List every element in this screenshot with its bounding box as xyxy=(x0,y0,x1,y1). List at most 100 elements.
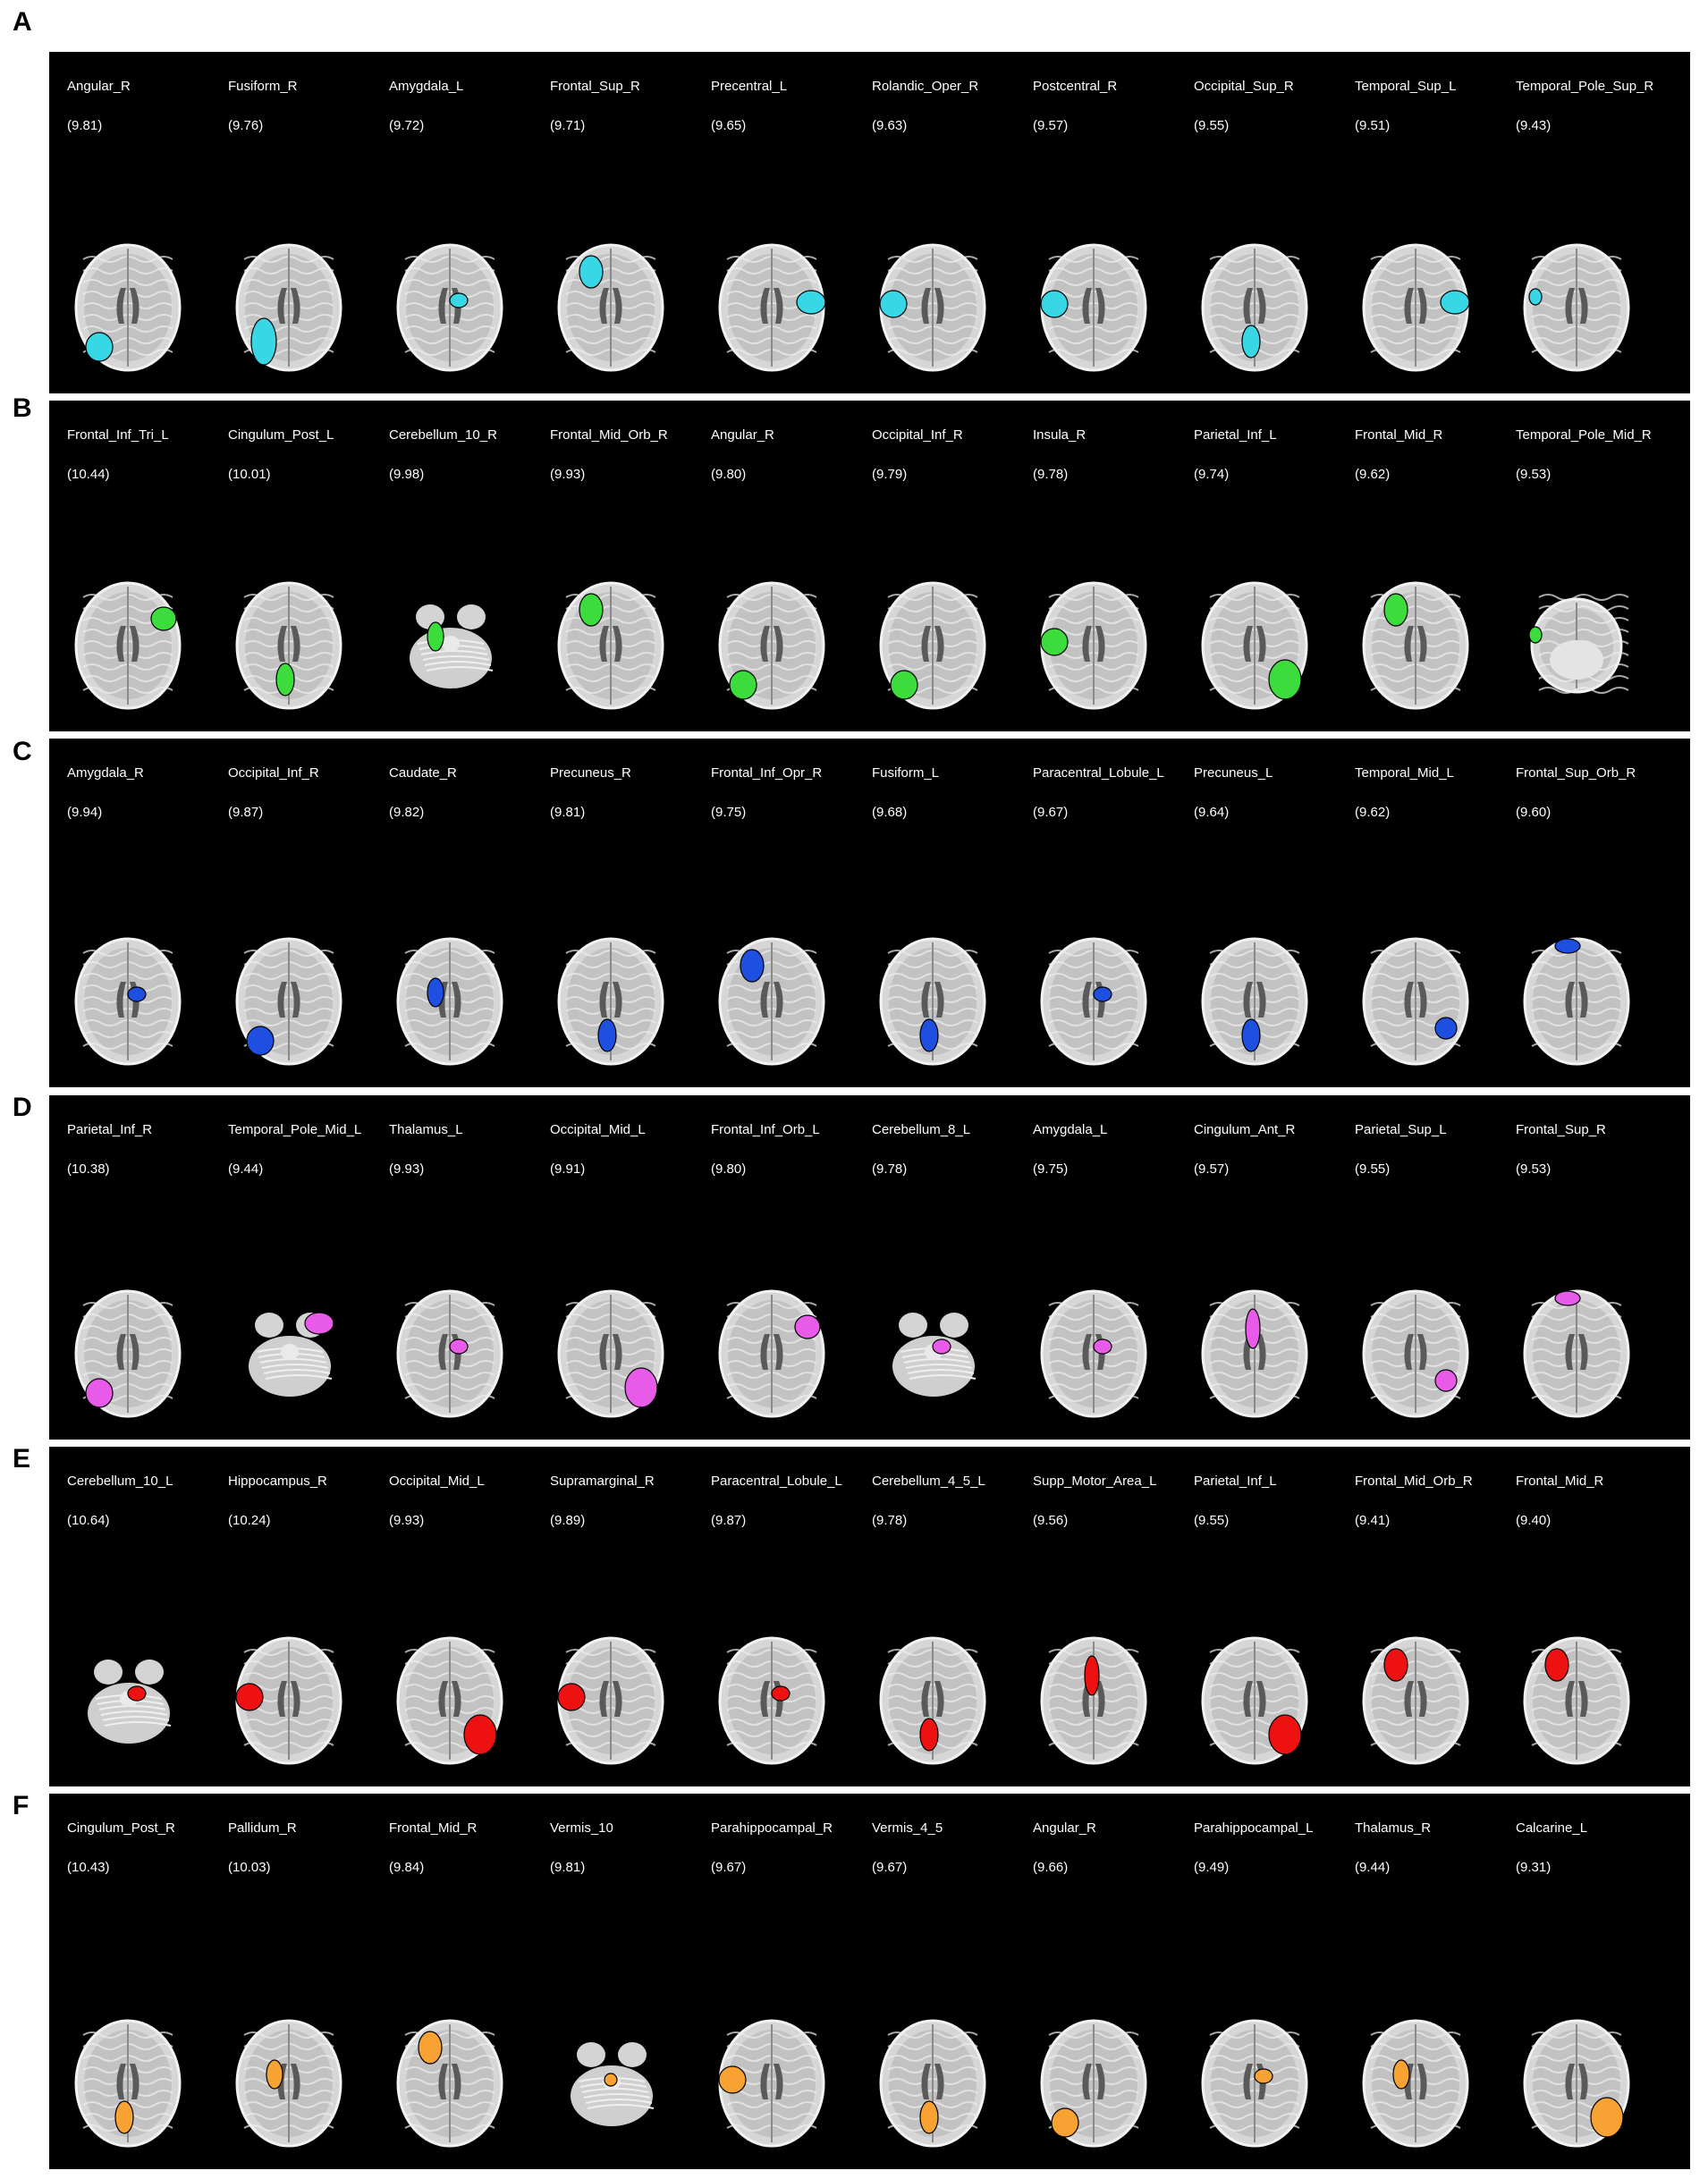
brain-image xyxy=(1040,1636,1147,1765)
region-name: Temporal_Pole_Mid_R xyxy=(1516,427,1652,443)
region-name: Amygdala_R xyxy=(67,765,144,781)
region-name: Frontal_Inf_Orb_L xyxy=(711,1122,820,1137)
region-score: (9.82) xyxy=(389,805,425,820)
brain-image xyxy=(1040,1289,1147,1418)
region-score: (9.84) xyxy=(389,1860,425,1875)
region-score: (9.66) xyxy=(1033,1860,1069,1875)
panel-d: Parietal_Inf_R(10.38)Temporal_Pole_Mid_L… xyxy=(49,1095,1690,1440)
region-cell: Parietal_Inf_L(9.74) xyxy=(1194,427,1355,722)
region-name: Calcarine_L xyxy=(1516,1820,1588,1836)
activation-blob xyxy=(427,977,444,1008)
region-cell: Parietal_Sup_L(9.55) xyxy=(1355,1122,1516,1431)
activation-blob xyxy=(1528,626,1543,644)
region-score: (9.81) xyxy=(550,805,586,820)
region-cell: Frontal_Inf_Tri_L(10.44) xyxy=(67,427,228,722)
activation-blob xyxy=(579,255,604,289)
region-name: Parietal_Inf_L xyxy=(1194,427,1277,443)
brain-image xyxy=(1040,937,1147,1066)
panel-f: Cingulum_Post_R(10.43)Pallidum_R(10.03)F… xyxy=(49,1794,1690,2169)
region-score: (9.57) xyxy=(1194,1161,1230,1177)
region-score: (9.71) xyxy=(550,118,586,133)
region-score: (9.67) xyxy=(1033,805,1069,820)
brain-slice xyxy=(1523,243,1630,372)
region-name: Cingulum_Post_R xyxy=(67,1820,175,1836)
activation-blob xyxy=(1268,1714,1302,1755)
brain-image xyxy=(892,1313,977,1397)
region-score: (9.40) xyxy=(1516,1513,1552,1528)
region-name: Occipital_Sup_R xyxy=(1194,79,1294,94)
region-name: Frontal_Inf_Tri_L xyxy=(67,427,169,443)
region-score: (9.81) xyxy=(67,118,103,133)
activation-blob xyxy=(890,670,918,700)
activation-blob xyxy=(449,1339,469,1355)
brain-image xyxy=(557,1289,664,1418)
region-name: Vermis_10 xyxy=(550,1820,613,1836)
region-score: (9.44) xyxy=(228,1161,264,1177)
brain-image xyxy=(396,1289,503,1418)
brain-image xyxy=(1362,1636,1469,1765)
region-cell: Cerebellum_10_L(10.64) xyxy=(67,1474,228,1778)
region-cell: Frontal_Inf_Orb_L(9.80) xyxy=(711,1122,872,1431)
region-score: (9.75) xyxy=(711,805,747,820)
region-name: Fusiform_L xyxy=(872,765,940,781)
brain-slice xyxy=(1362,1636,1469,1765)
region-cell: Precuneus_R(9.81) xyxy=(550,765,711,1078)
region-cell: Parietal_Inf_R(10.38) xyxy=(67,1122,228,1431)
brain-slice xyxy=(1040,581,1147,710)
region-cell: Occipital_Inf_R(9.79) xyxy=(872,427,1033,722)
activation-blob xyxy=(1392,2059,1410,2090)
region-cell: Thalamus_R(9.44) xyxy=(1355,1820,1516,2160)
brain-slice xyxy=(1523,1289,1630,1418)
region-cell: Cerebellum_4_5_L(9.78) xyxy=(872,1474,1033,1778)
brain-image xyxy=(718,243,826,372)
activation-blob xyxy=(85,332,114,362)
brain-image xyxy=(557,581,664,710)
region-name: Cerebellum_10_L xyxy=(67,1474,173,1489)
brain-slice xyxy=(74,2019,182,2148)
panel-letter: B xyxy=(13,393,32,423)
region-cell: Insula_R(9.78) xyxy=(1033,427,1194,722)
region-cell: Cingulum_Post_L(10.01) xyxy=(228,427,389,722)
region-name: Temporal_Pole_Sup_R xyxy=(1516,79,1654,94)
brain-image xyxy=(74,2019,182,2148)
panel-b: Frontal_Inf_Tri_L(10.44)Cingulum_Post_L(… xyxy=(49,401,1690,731)
activation-blob xyxy=(1554,938,1581,954)
region-score: (10.03) xyxy=(228,1860,271,1875)
activation-blob xyxy=(1093,986,1112,1002)
region-score: (9.91) xyxy=(550,1161,586,1177)
region-score: (9.43) xyxy=(1516,118,1552,133)
region-cell: Cingulum_Post_R(10.43) xyxy=(67,1820,228,2160)
brain-slice xyxy=(1530,594,1629,694)
region-name: Thalamus_L xyxy=(389,1122,463,1137)
region-score: (9.31) xyxy=(1516,1860,1552,1875)
brain-slice xyxy=(1362,243,1469,372)
region-name: Frontal_Mid_Orb_R xyxy=(550,427,668,443)
region-score: (9.55) xyxy=(1194,118,1230,133)
brain-image xyxy=(718,1636,825,1765)
region-name: Frontal_Sup_Orb_R xyxy=(1516,765,1636,781)
region-cell: Thalamus_L(9.93) xyxy=(389,1122,550,1431)
brain-image xyxy=(1201,581,1308,710)
region-cell: Precentral_L(9.65) xyxy=(711,79,872,384)
region-cell: Frontal_Mid_Orb_R(9.41) xyxy=(1355,1474,1516,1778)
brain-image xyxy=(1040,2019,1147,2148)
region-score: (9.81) xyxy=(550,1860,586,1875)
region-score: (10.24) xyxy=(228,1513,271,1528)
region-score: (9.63) xyxy=(872,118,908,133)
region-cell: Occipital_Mid_L(9.93) xyxy=(389,1474,550,1778)
region-name: Paracentral_Lobule_L xyxy=(711,1474,842,1489)
region-name: Cingulum_Ant_R xyxy=(1194,1122,1296,1137)
region-name: Frontal_Mid_R xyxy=(389,1820,478,1836)
region-cell: Angular_R(9.81) xyxy=(67,79,228,384)
region-name: Cingulum_Post_L xyxy=(228,427,334,443)
activation-blob xyxy=(85,1378,114,1408)
brain-image xyxy=(235,581,342,710)
region-score: (9.78) xyxy=(872,1161,908,1177)
region-name: Cerebellum_10_R xyxy=(389,427,497,443)
activation-blob xyxy=(250,317,277,366)
brain-slice xyxy=(396,2019,503,2148)
region-score: (9.94) xyxy=(67,805,103,820)
brain-slice xyxy=(1362,937,1469,1066)
brain-image xyxy=(879,243,986,372)
activation-blob xyxy=(427,621,444,652)
